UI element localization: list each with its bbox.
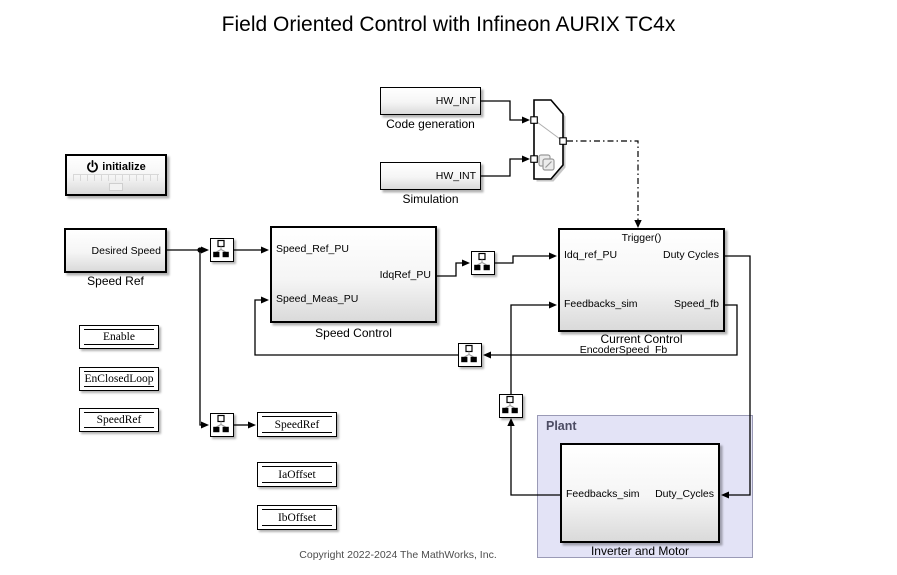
copyright-text: Copyright 2022-2024 The MathWorks, Inc. <box>299 549 497 561</box>
rate-transition-icon <box>461 344 477 363</box>
iaoffset-label: IaOffset <box>278 468 316 481</box>
rate-transition-icon <box>474 252 490 271</box>
code-generation-name: Code generation <box>386 117 475 131</box>
iboffset-label: IbOffset <box>277 511 317 524</box>
current-control-name: Current Control <box>600 332 683 346</box>
simulation-out-port: HW_INT <box>435 170 476 182</box>
current-control-in2-port: Feedbacks_sim <box>564 298 638 310</box>
code-generation-out-port: HW_INT <box>435 95 476 107</box>
speed-ref-block[interactable]: Desired Speed <box>64 228 167 273</box>
simulation-name: Simulation <box>402 192 459 206</box>
current-control-trigger-port: Trigger() <box>621 232 662 244</box>
wire-speed-fb[interactable] <box>491 304 738 356</box>
wire-simulation-hwint[interactable] <box>481 158 522 177</box>
enclosedloop-label: EnClosedLoop <box>84 373 154 385</box>
wire-idqref-a[interactable] <box>437 262 462 277</box>
iboffset-block[interactable]: IbOffset <box>257 505 337 530</box>
speedref-param-block[interactable]: SpeedRef <box>79 408 159 432</box>
rate-transition-icon <box>502 395 518 414</box>
speed-control-out1-port: IdqRef_PU <box>379 269 431 281</box>
initialize-label: initialize <box>102 160 146 173</box>
wire-codegen-hwint[interactable] <box>481 100 522 121</box>
wire-trigger[interactable] <box>567 140 639 221</box>
power-icon <box>87 160 99 173</box>
wire-duty-cycles[interactable] <box>725 255 751 496</box>
current-control-out2-port: Speed_fb <box>674 298 719 310</box>
enable-block[interactable]: Enable <box>79 325 159 349</box>
speed-ref-out-port: Desired Speed <box>91 244 161 257</box>
rate-transition-4[interactable] <box>458 343 482 367</box>
rate-transition-1[interactable] <box>210 238 234 262</box>
rate-transition-5[interactable] <box>499 394 523 418</box>
encoder-speed-fb-label: EncoderSpeed_Fb <box>579 344 668 356</box>
speedref-display-label: SpeedRef <box>274 418 320 431</box>
initialize-ruler-decoration <box>73 174 159 181</box>
speedref-param-label: SpeedRef <box>96 414 142 426</box>
wire-feedbacks-a[interactable] <box>510 426 560 496</box>
current-control-out1-port: Duty Cycles <box>662 249 719 261</box>
speedref-display-block[interactable]: SpeedRef <box>257 412 337 437</box>
plant-area-label: Plant <box>546 419 577 433</box>
branch-point <box>197 247 203 253</box>
rate-transition-3[interactable] <box>210 413 234 437</box>
variant-source-block[interactable] <box>530 99 567 182</box>
wire-encoder-speed-fb[interactable] <box>254 299 458 356</box>
variant-badge-icon <box>538 154 555 171</box>
current-control-in1-port: Idq_ref_PU <box>564 249 618 261</box>
enable-label: Enable <box>103 331 135 343</box>
initialize-mini-block <box>109 183 123 191</box>
wire-feedbacks-b[interactable] <box>510 304 549 394</box>
variant-ports <box>530 116 567 163</box>
variant-active-path <box>536 121 561 140</box>
arrowheads <box>201 116 729 499</box>
speed-control-in1-port: Speed_Ref_PU <box>276 243 349 255</box>
current-control-block[interactable]: Trigger() Idq_ref_PU Feedbacks_sim Duty … <box>558 228 725 332</box>
wire-branch-speedref[interactable] <box>199 250 201 426</box>
inverter-and-motor-name: Inverter and Motor <box>590 544 690 558</box>
speed-ref-name: Speed Ref <box>87 274 144 288</box>
initialize-block[interactable]: initialize <box>65 154 167 196</box>
wire-idqref-b[interactable] <box>495 255 549 264</box>
code-generation-block[interactable]: HW_INT <box>380 87 481 115</box>
inverter-out-port: Feedbacks_sim <box>566 488 640 500</box>
simulation-block[interactable]: HW_INT <box>380 162 481 190</box>
diagram-title: Field Oriented Control with Infineon AUR… <box>221 13 676 36</box>
inverter-and-motor-block[interactable]: Feedbacks_sim Duty_Cycles <box>560 443 720 543</box>
rate-transition-icon <box>213 414 229 433</box>
rate-transition-icon <box>213 239 229 258</box>
enclosedloop-block[interactable]: EnClosedLoop <box>79 367 159 391</box>
iaoffset-block[interactable]: IaOffset <box>257 462 337 487</box>
speed-control-block[interactable]: Speed_Ref_PU Speed_Meas_PU IdqRef_PU <box>270 226 437 323</box>
inverter-in-port: Duty_Cycles <box>655 488 714 500</box>
speed-control-name: Speed Control <box>315 326 392 340</box>
rate-transition-2[interactable] <box>471 251 495 275</box>
speed-control-in2-port: Speed_Meas_PU <box>276 293 359 305</box>
